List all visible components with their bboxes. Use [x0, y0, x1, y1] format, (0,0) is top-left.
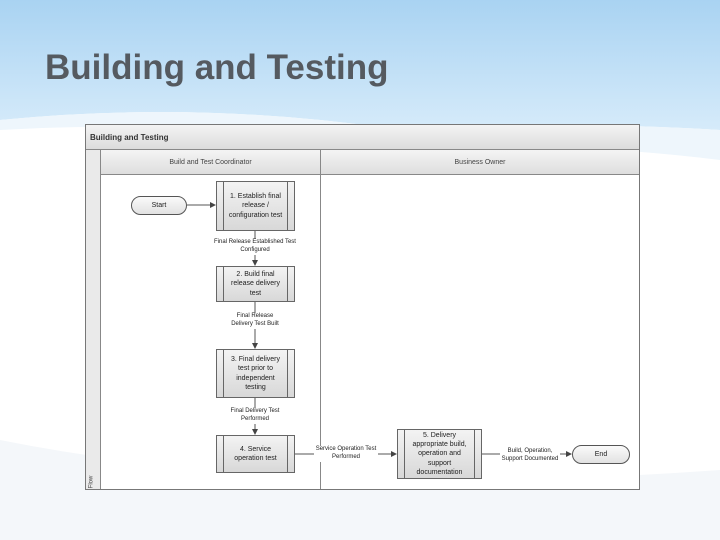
lane-header-business-owner: Business Owner: [321, 150, 639, 175]
connector-label-5: Build, Operation, Support Documented: [500, 448, 560, 464]
step-3-box: 3. Final delivery test prior to independ…: [216, 349, 295, 398]
step-1-box: 1. Establish final release / configurati…: [216, 181, 295, 231]
connector-label-2: Final Release Delivery Test Built: [228, 313, 282, 329]
lane-divider: [320, 150, 321, 489]
connector-label-4: Service Operation Test Performed: [314, 446, 378, 462]
connector-label-3: Final Delivery Test Performed: [226, 408, 284, 424]
step-4-box: 4. Service operation test: [216, 435, 295, 473]
step-5-box: 5. Delivery appropriate build, operation…: [397, 429, 482, 479]
connector-label-1: Final Release Established Test Configure…: [210, 239, 300, 255]
swimlane-diagram: Building and Testing Flow Build and Test…: [85, 124, 640, 490]
diagram-title: Building and Testing: [86, 125, 639, 150]
start-node: Start: [131, 196, 187, 215]
pool-strip: Flow: [86, 150, 101, 489]
lane-header-coordinator: Build and Test Coordinator: [101, 150, 320, 175]
slide-title: Building and Testing: [45, 48, 389, 87]
connector-arrows: [187, 202, 572, 457]
step-2-box: 2. Build final release delivery test: [216, 266, 295, 302]
end-node: End: [572, 445, 630, 464]
